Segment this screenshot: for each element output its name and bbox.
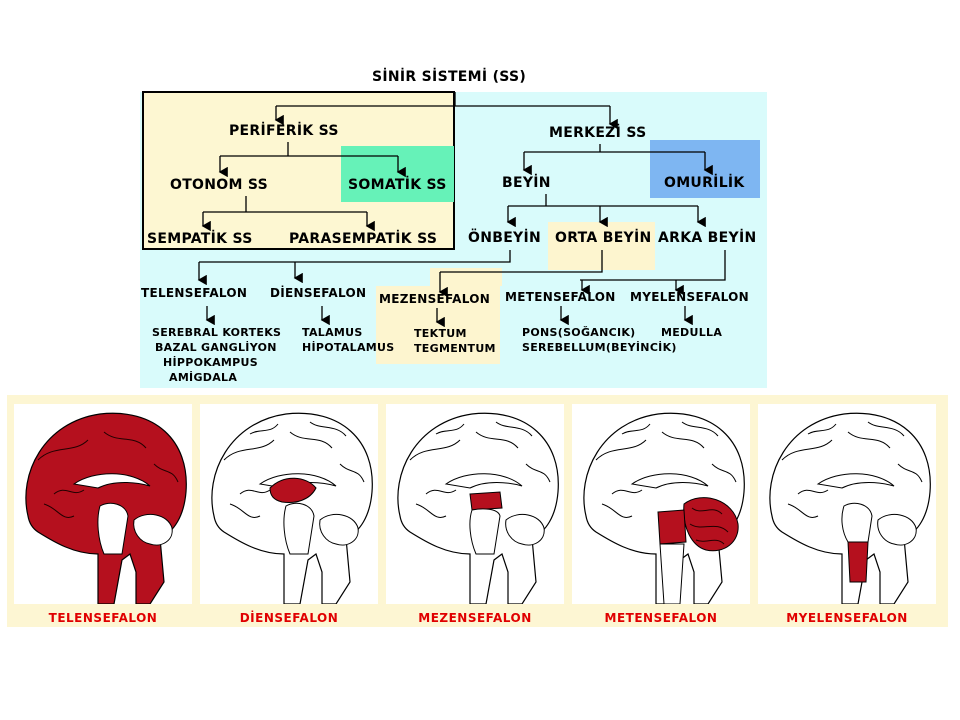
node-arka-beyin: ARKA BEYİN [658,230,757,246]
leaf-talamus: TALAMUS [302,326,363,339]
leaf-pons: PONS(SOĞANCIK) [522,326,636,339]
node-periferik: PERİFERİK SS [229,123,339,139]
mezensefalon-highlight-a [430,268,502,286]
node-telensefalon: TELENSEFALON [141,286,248,300]
panel-label-myelensefalon: MYELENSEFALON [786,611,908,625]
leaf-tektum: TEKTUM [414,327,467,340]
node-sempatik: SEMPATİK SS [147,231,253,247]
leaf-serebral-korteks: SEREBRAL KORTEKS [152,326,282,339]
leaf-medulla: MEDULLA [661,326,723,339]
panel-label-diensefalon: DİENSEFALON [239,611,339,625]
node-omurilik: OMURİLİK [664,175,745,191]
node-mezensefalon: MEZENSEFALON [379,292,491,306]
brain-panel-diensefalon [200,404,378,604]
panel-label-telensefalon: TELENSEFALON [48,611,158,625]
node-metensefalon: METENSEFALON [505,290,616,304]
leaf-amigdala: AMİGDALA [169,371,238,384]
leaf-hipotalamus: HİPOTALAMUS [302,341,395,354]
brain-sagittal-myelensefalon-icon [769,412,931,604]
brain-sagittal-mezensefalon-icon [397,412,559,604]
node-onbeyin: ÖNBEYİN [468,230,542,246]
leaf-serebellum: SEREBELLUM(BEYİNCİK) [522,341,677,354]
brain-panel-mezensefalon [386,404,564,604]
leaf-tegmentum: TEGMENTUM [414,342,496,355]
node-beyin: BEYİN [502,175,551,191]
node-diensefalon: DİENSEFALON [270,286,367,300]
brain-sagittal-metensefalon-icon [583,412,745,604]
node-somatik: SOMATİK SS [348,177,447,193]
leaf-bazal-gangliyon: BAZAL GANGLİYON [155,341,277,354]
somatik-highlight [341,146,454,202]
node-orta-beyin: ORTA BEYİN [555,230,652,246]
diagram-title: SİNİR SİSTEMİ (SS) [372,69,527,85]
node-parasempatik: PARASEMPATİK SS [289,231,438,247]
brain-sagittal-diensefalon-icon [211,412,373,604]
node-merkezi: MERKEZİ SS [549,125,647,141]
node-otonom: OTONOM SS [170,177,269,193]
brain-panel-metensefalon [572,404,750,604]
brain-panel-telensefalon [14,404,192,604]
brain-sagittal-telensefalon-icon [25,412,187,604]
brain-panel-myelensefalon [758,404,936,604]
node-myelensefalon: MYELENSEFALON [630,290,750,304]
panel-label-metensefalon: METENSEFALON [604,611,718,625]
leaf-hippokampus: HİPPOKAMPUS [163,356,258,369]
panel-label-mezensefalon: MEZENSEFALON [418,611,532,625]
